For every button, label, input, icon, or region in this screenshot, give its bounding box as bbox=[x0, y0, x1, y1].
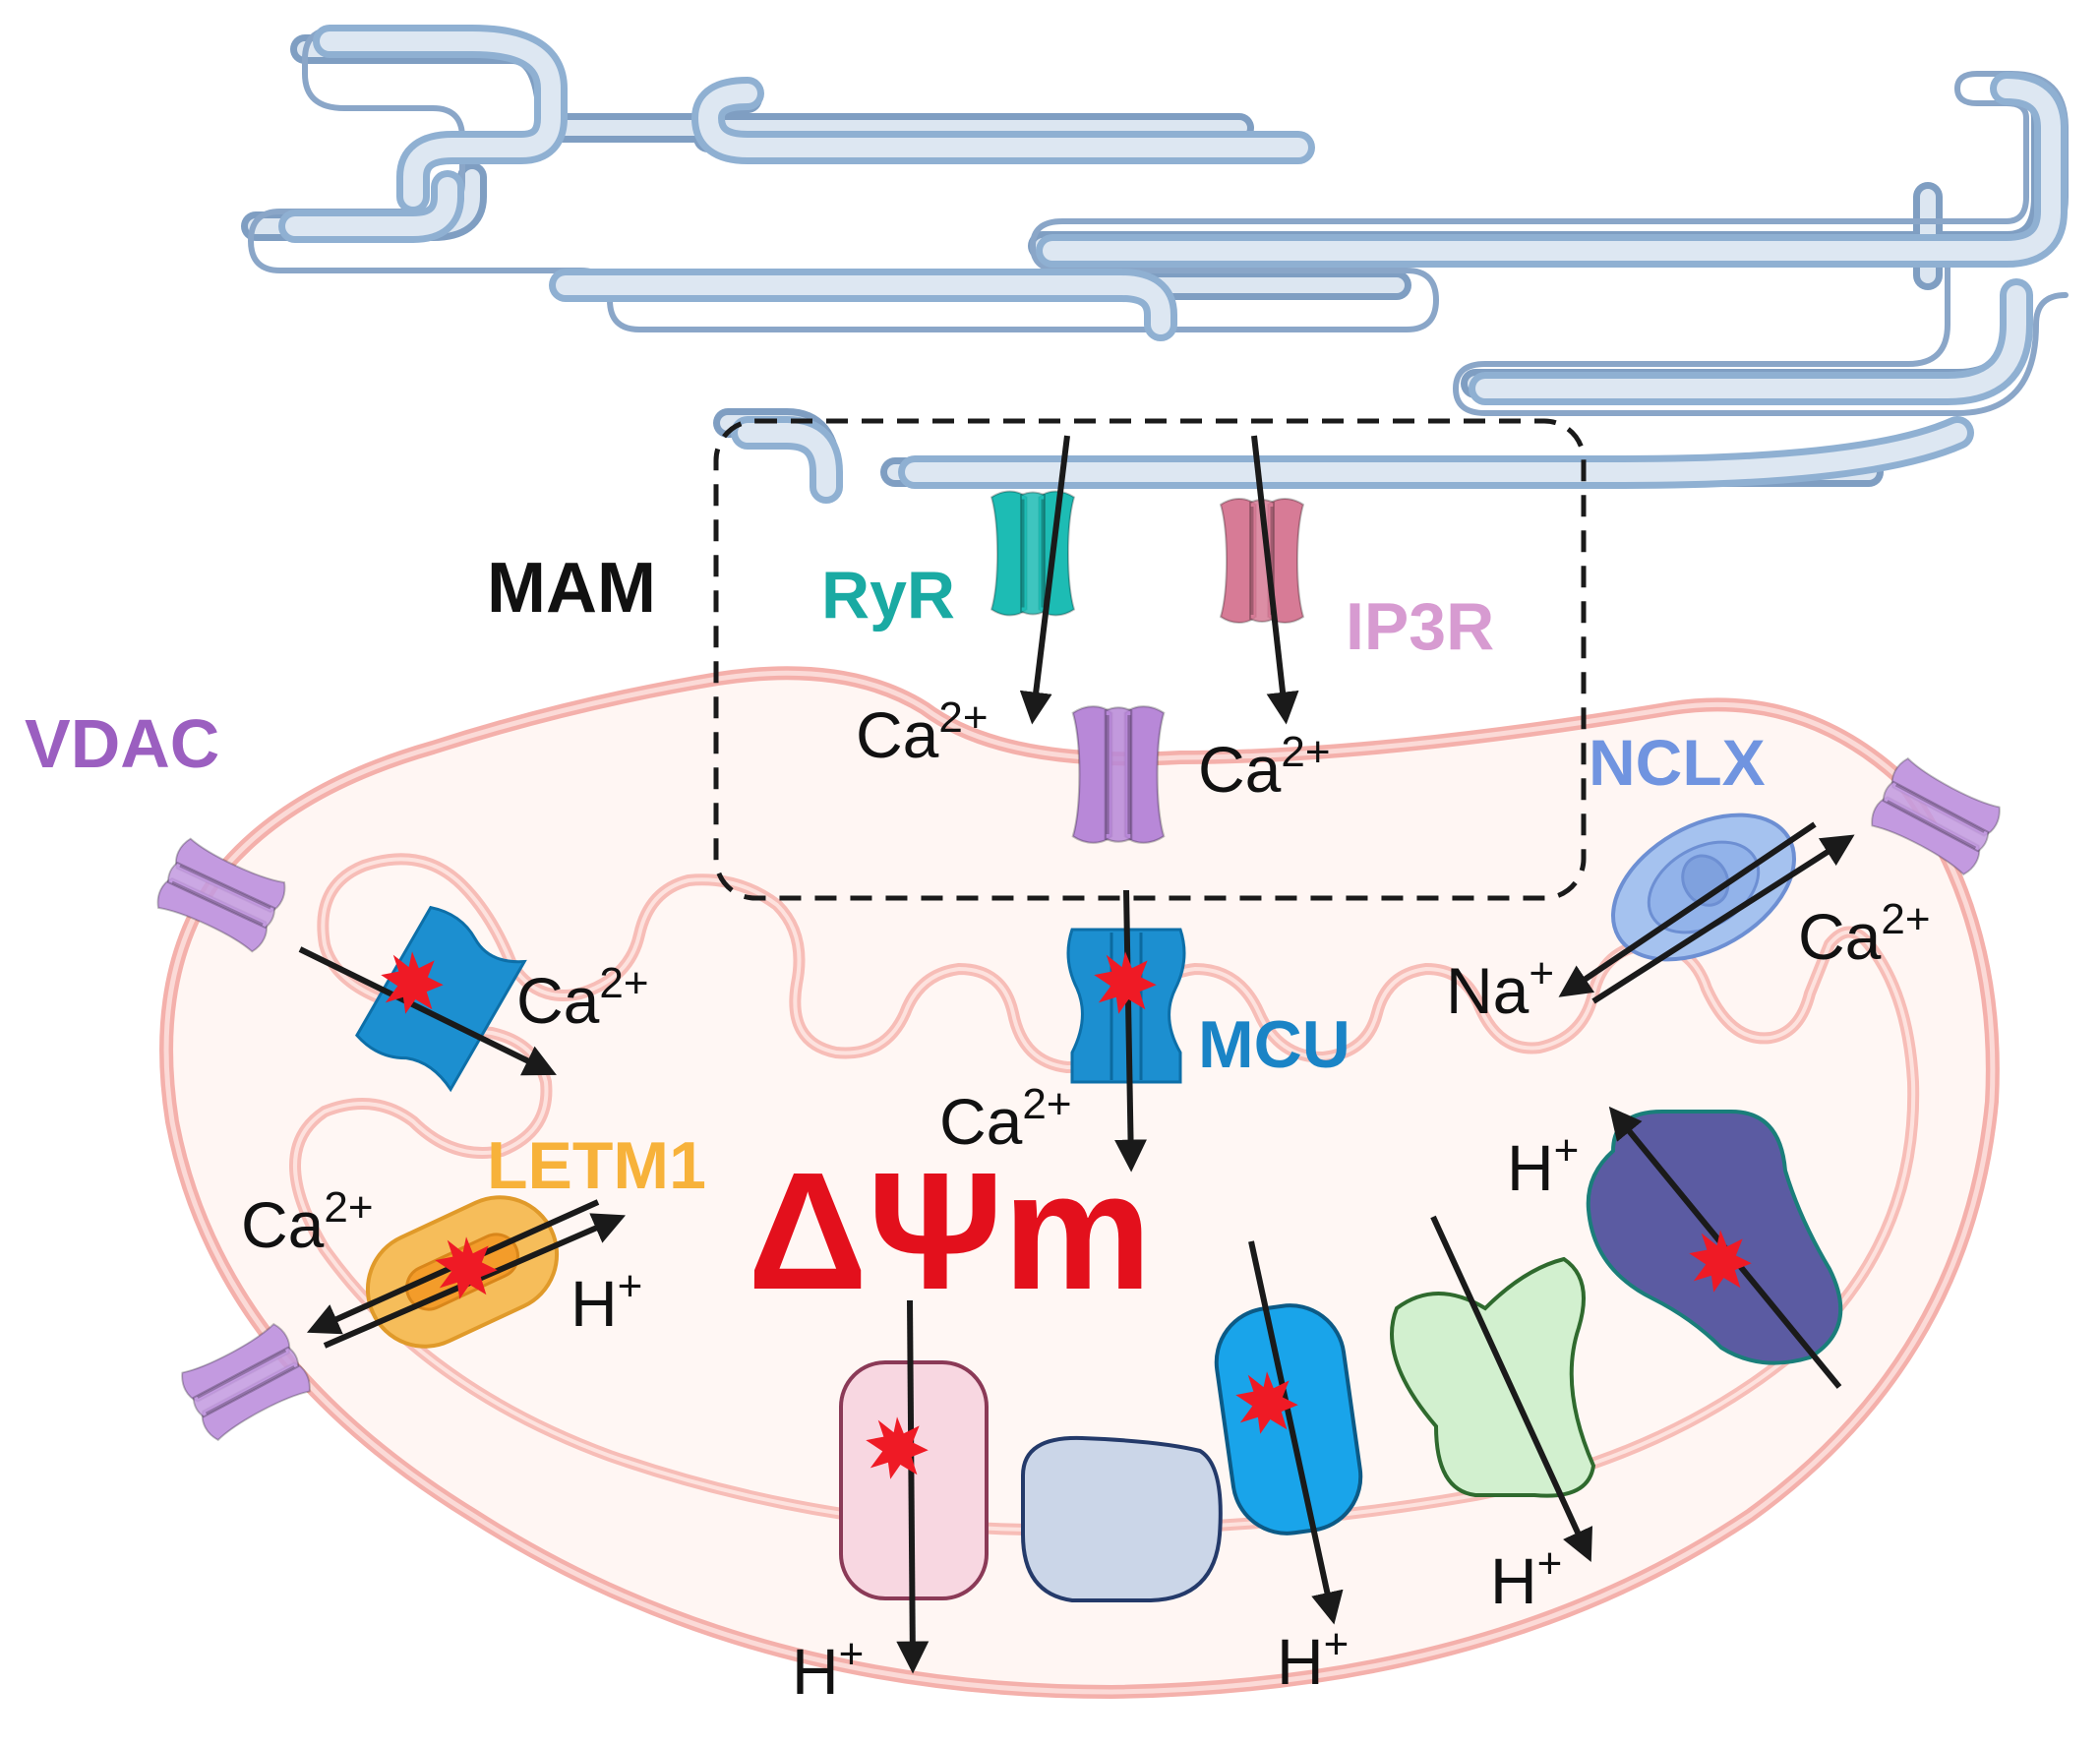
delta-psi-m-label: ΔΨm bbox=[748, 1138, 1152, 1325]
vdac-left-arrow-icon bbox=[298, 946, 557, 1076]
ion-h-letm1: H+ bbox=[570, 1262, 642, 1340]
ion-ca-mcu: Ca2+ bbox=[939, 1080, 1072, 1158]
vdac-mam-icon bbox=[1070, 704, 1167, 845]
ion-ca-ryr: Ca2+ bbox=[856, 693, 989, 771]
ion-h-complex-i: H+ bbox=[792, 1630, 864, 1708]
nclx-transporter-icon bbox=[1611, 813, 1796, 962]
ion-h-complex-iv: H+ bbox=[1490, 1539, 1562, 1617]
er-membrane bbox=[278, 25, 2068, 504]
ion-na-nclx: Na+ bbox=[1446, 949, 1554, 1027]
complex-iii-arrow-icon bbox=[1248, 1240, 1344, 1625]
ryr-channel-icon bbox=[990, 489, 1076, 618]
ion-ca-ip3r: Ca2+ bbox=[1198, 728, 1331, 806]
vdac-label: VDAC bbox=[25, 705, 219, 782]
ion-ca-nclx: Ca2+ bbox=[1798, 895, 1931, 973]
ip3r-arrow-icon bbox=[1251, 435, 1299, 725]
complex-iv-icon bbox=[1390, 1256, 1596, 1498]
mam-region-box bbox=[713, 418, 1587, 901]
complex-ii-icon bbox=[1021, 1435, 1223, 1602]
nclx-na-arrow-icon bbox=[1558, 821, 1817, 997]
letm1-label: LETM1 bbox=[487, 1128, 706, 1203]
ryr-arrow-icon bbox=[1019, 435, 1070, 725]
mcu-left-channel-icon bbox=[355, 905, 527, 1093]
ion-h-atp-synthase: H+ bbox=[1507, 1126, 1579, 1204]
ip3r-label: IP3R bbox=[1346, 589, 1494, 664]
ion-h-complex-iii: H+ bbox=[1277, 1620, 1349, 1698]
complex-iv-arrow-icon bbox=[1430, 1215, 1593, 1563]
nclx-ca-arrow-icon bbox=[1591, 834, 1855, 1004]
mcu-label: MCU bbox=[1198, 1007, 1350, 1082]
ryr-label: RyR bbox=[821, 558, 955, 632]
complex-i-arrow-icon bbox=[896, 1299, 930, 1674]
ion-ca-letm1: Ca2+ bbox=[241, 1183, 374, 1261]
nclx-label: NCLX bbox=[1589, 726, 1766, 799]
mam-label: MAM bbox=[487, 549, 656, 628]
mcu-arrow-icon bbox=[1114, 889, 1148, 1173]
ion-ca-vdac-left: Ca2+ bbox=[516, 959, 649, 1037]
